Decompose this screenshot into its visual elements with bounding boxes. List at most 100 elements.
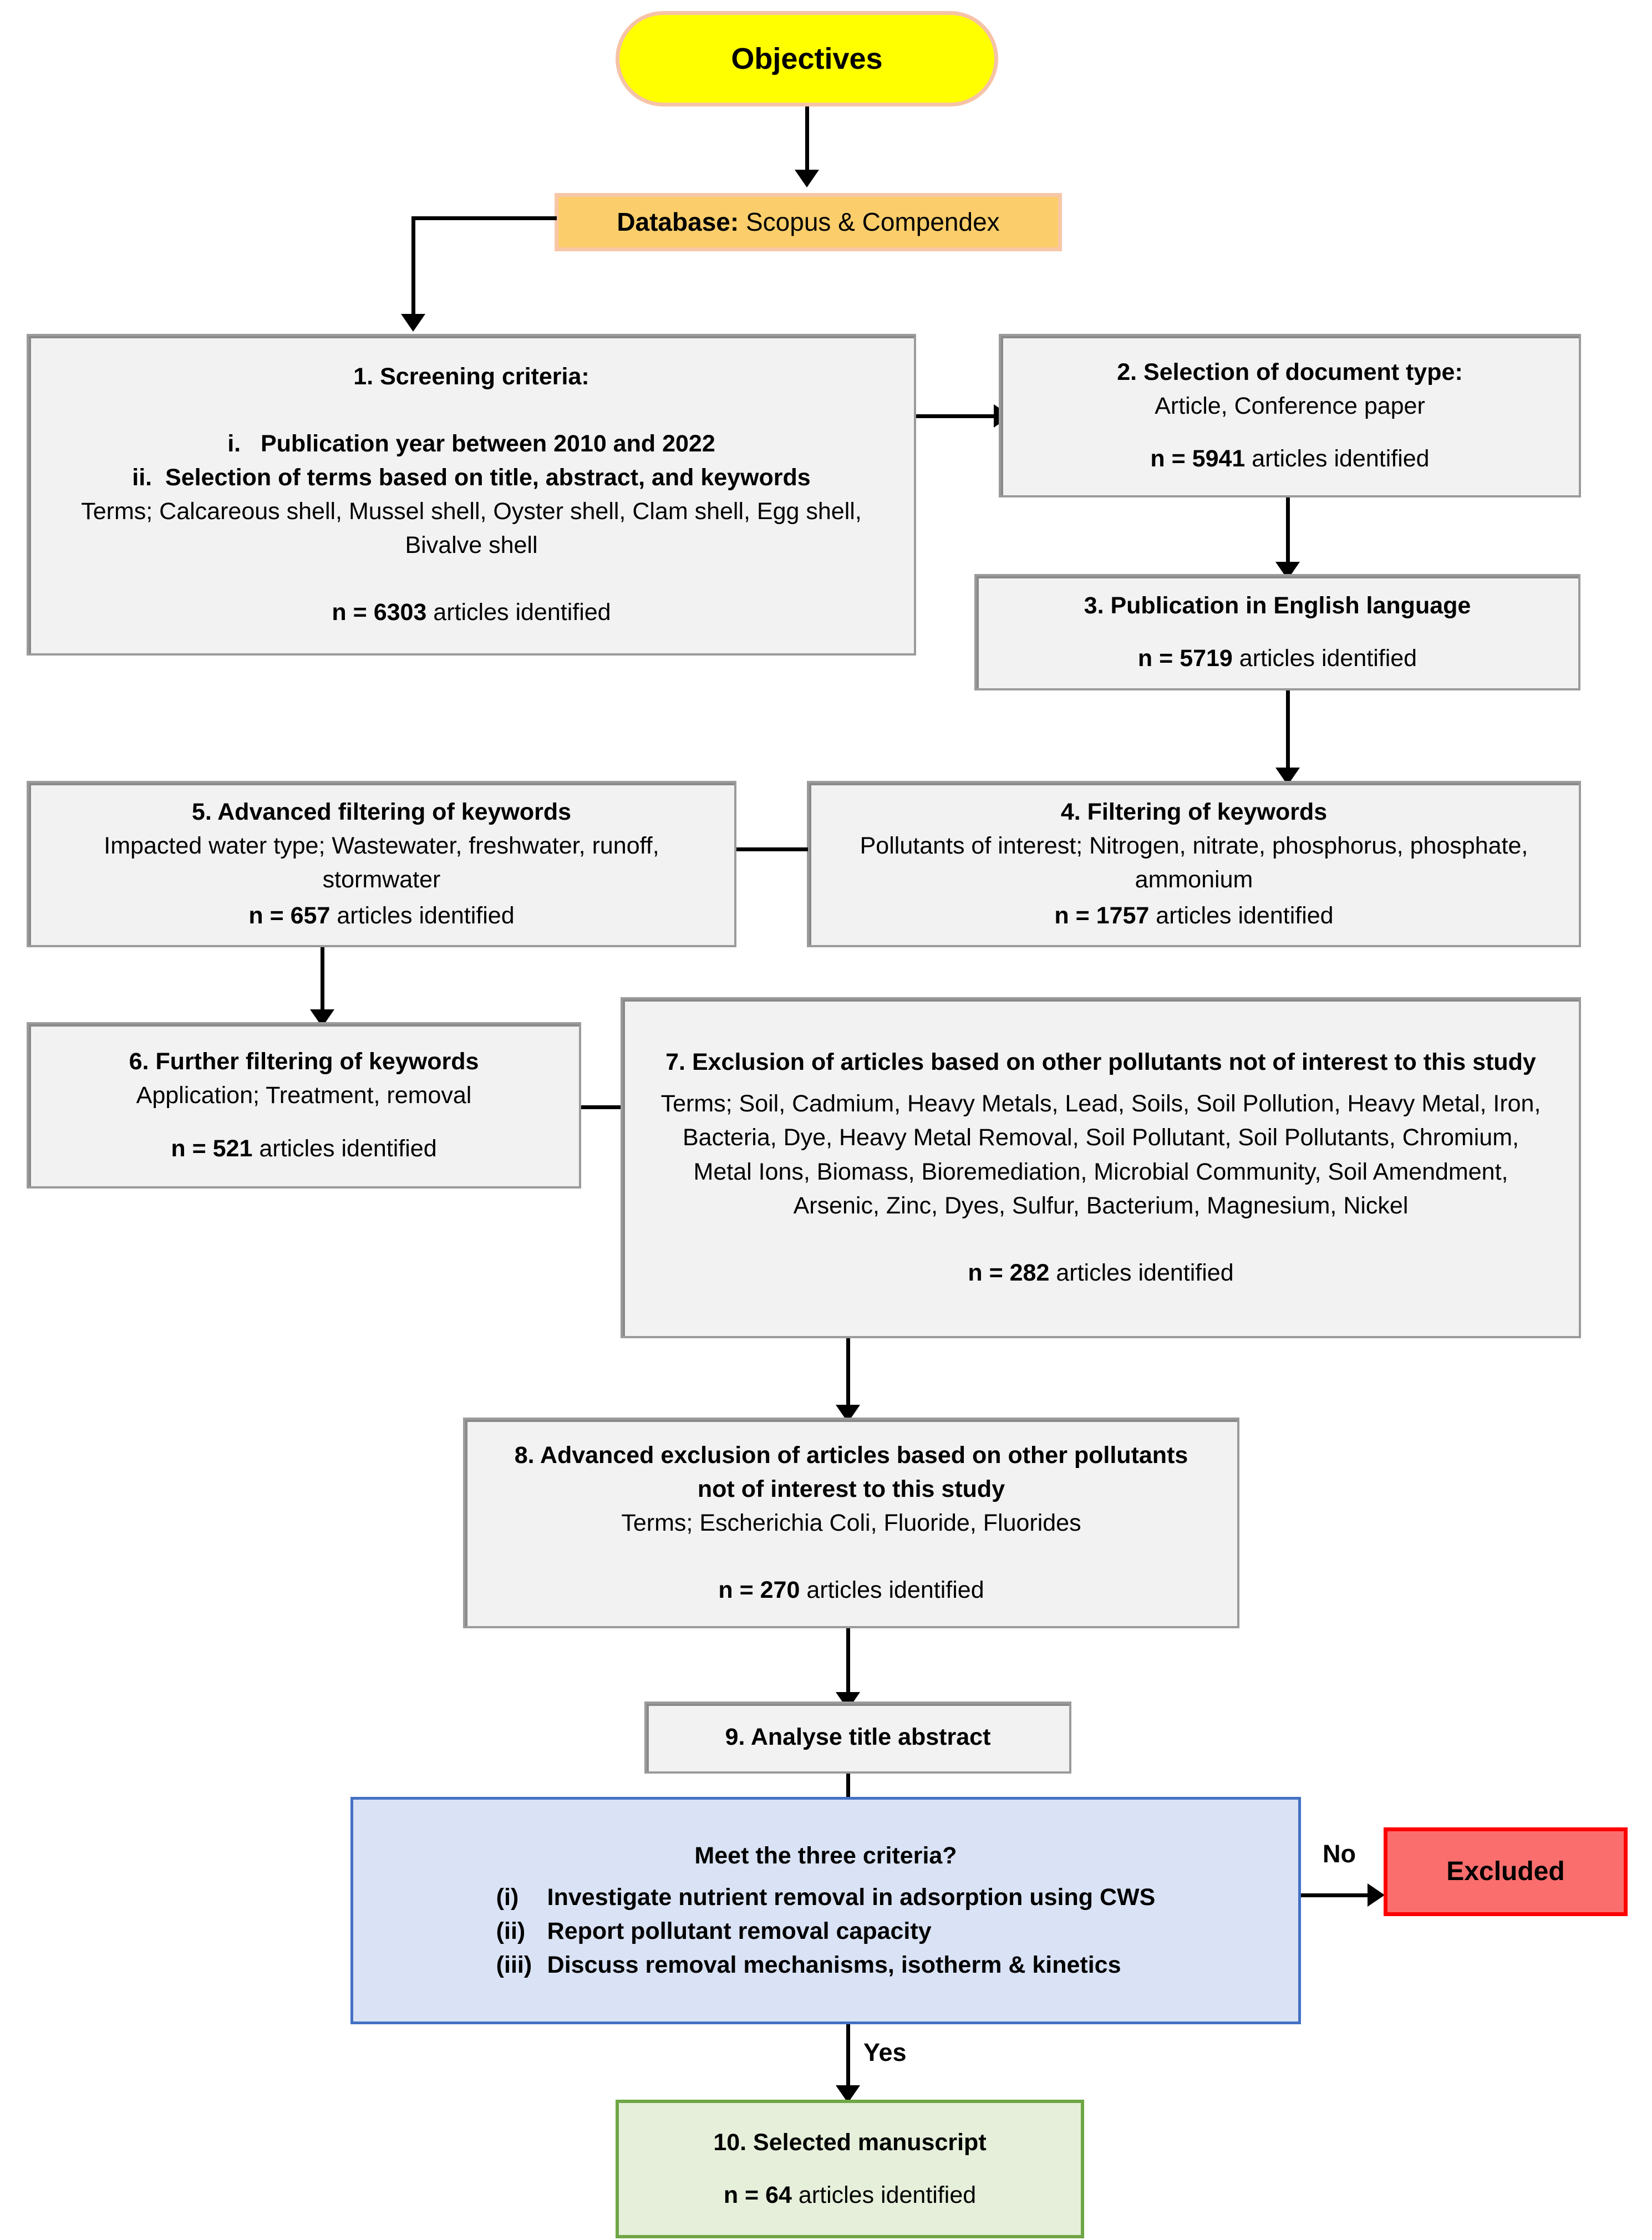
step6-count: n = 521 articles identified — [171, 1132, 436, 1166]
connector-decision-step10 — [846, 2024, 850, 2091]
step2-count-value: 5941 — [1192, 445, 1246, 473]
step7-terms: Terms; Soil, Cadmium, Heavy Metals, Lead… — [660, 1090, 1541, 1219]
decision-criterion-1: (i) Investigate nutrient removal in adso… — [496, 1881, 1156, 1914]
step2-count-prefix: n = — [1150, 445, 1192, 473]
edge-label-yes: Yes — [863, 2038, 907, 2066]
step1-count-suffix: articles identified — [426, 599, 611, 626]
step9-title: 9. Analyse title abstract — [725, 1724, 991, 1751]
step1-criterion-2-text: Selection of terms based on title, abstr… — [165, 464, 811, 491]
connector-step6-step7 — [581, 1105, 632, 1109]
step7-count-prefix: n = — [968, 1259, 1010, 1286]
connector-database-step1-vertical — [411, 216, 415, 317]
step8-count-prefix: n = — [718, 1577, 760, 1604]
node-database[interactable]: Database: Scopus & Compendex — [555, 193, 1062, 251]
node-step4-filtering-keywords[interactable]: 4. Filtering of keywords Pollutants of i… — [807, 781, 1581, 947]
step7-count: n = 282 articles identified — [968, 1256, 1233, 1290]
connector-database-step1-horizontal — [411, 216, 557, 220]
step10-count-value: 64 — [765, 2182, 792, 2208]
step3-count-suffix: articles identified — [1232, 645, 1417, 672]
decision-criterion-2: (ii) Report pollutant removal capacity — [496, 1914, 1156, 1948]
step1-count-value: 6303 — [373, 599, 427, 626]
decision-criteria-list: (i) Investigate nutrient removal in adso… — [496, 1881, 1156, 1982]
step6-count-suffix: articles identified — [252, 1135, 437, 1162]
decision-criterion-1-mark: (i) — [496, 1883, 519, 1911]
step6-count-prefix: n = — [171, 1135, 213, 1162]
step1-count-prefix: n = — [332, 599, 374, 626]
step8-title: 8. Advanced exclusion of articles based … — [514, 1441, 1188, 1502]
database-label-bold: Database: — [617, 207, 739, 236]
connector-decision-excluded — [1301, 1893, 1372, 1897]
node-step5-advanced-filtering[interactable]: 5. Advanced filtering of keywords Impact… — [27, 781, 736, 947]
node-step1-screening-criteria[interactable]: 1. Screening criteria: i. Publication ye… — [27, 334, 916, 656]
step10-count: n = 64 articles identified — [724, 2178, 976, 2212]
step1-criterion-1-text: Publication year between 2010 and 2022 — [260, 430, 715, 457]
decision-criterion-2-mark: (ii) — [496, 1918, 526, 1944]
step8-count: n = 270 articles identified — [718, 1573, 984, 1607]
step2-count-suffix: articles identified — [1245, 445, 1430, 473]
step6-title: 6. Further filtering of keywords — [129, 1048, 479, 1075]
step4-subtitle: Pollutants of interest; Nitrogen, nitrat… — [860, 832, 1528, 893]
decision-criterion-1-text: Investigate nutrient removal in adsorpti… — [547, 1883, 1156, 1911]
decision-question: Meet the three criteria? — [694, 1842, 957, 1869]
connector-step3-step4 — [1286, 690, 1290, 774]
step1-title: 1. Screening criteria: — [353, 363, 589, 390]
node-step7-exclusion[interactable]: 7. Exclusion of articles based on other … — [621, 997, 1581, 1338]
step5-subtitle: Impacted water type; Wastewater, freshwa… — [104, 832, 659, 893]
step10-title: 10. Selected manuscript — [713, 2129, 987, 2156]
node-objectives[interactable]: Objectives — [616, 11, 998, 106]
step1-criterion-1: i. Publication year between 2010 and 202… — [227, 427, 715, 461]
excluded-label: Excluded — [1446, 1856, 1565, 1886]
step5-title: 5. Advanced filtering of keywords — [191, 799, 572, 825]
step1-criterion-1-number: i. — [227, 430, 241, 457]
database-label: Database: Scopus & Compendex — [617, 204, 999, 240]
node-step8-advanced-exclusion[interactable]: 8. Advanced exclusion of articles based … — [463, 1418, 1239, 1628]
step1-count: n = 6303 articles identified — [332, 596, 611, 629]
step4-count: n = 1757 articles identified — [1054, 899, 1333, 933]
step1-criterion-2: ii. Selection of terms based on title, a… — [132, 461, 810, 495]
step3-count-value: 5719 — [1180, 645, 1233, 672]
step7-count-value: 282 — [1009, 1259, 1050, 1286]
step1-terms: Terms; Calcareous shell, Mussel shell, O… — [81, 498, 862, 559]
step5-count-value: 657 — [290, 902, 331, 929]
edge-label-no: No — [1323, 1840, 1356, 1868]
node-decision-meet-criteria[interactable]: Meet the three criteria? (i) Investigate… — [350, 1797, 1301, 2024]
step7-title: 7. Exclusion of articles based on other … — [665, 1049, 1536, 1076]
node-step2-document-type[interactable]: 2. Selection of document type: Article, … — [999, 334, 1581, 497]
step5-count-prefix: n = — [248, 902, 291, 929]
step8-count-suffix: articles identified — [800, 1577, 984, 1604]
node-step10-selected-manuscript[interactable]: 10. Selected manuscript n = 64 articles … — [616, 2100, 1084, 2238]
step4-count-prefix: n = — [1054, 902, 1096, 929]
node-step6-further-filtering[interactable]: 6. Further filtering of keywords Applica… — [27, 1022, 581, 1188]
step3-count-prefix: n = — [1137, 645, 1180, 672]
objectives-label: Objectives — [731, 42, 883, 75]
step2-title: 2. Selection of document type: — [1117, 358, 1463, 385]
step4-count-suffix: articles identified — [1149, 902, 1334, 929]
step7-count-suffix: articles identified — [1049, 1259, 1234, 1286]
step8-count-value: 270 — [760, 1577, 800, 1604]
step2-count: n = 5941 articles identified — [1150, 442, 1429, 476]
step3-title: 3. Publication in English language — [1084, 592, 1471, 619]
arrowhead-objectives-database — [795, 170, 819, 187]
node-excluded[interactable]: Excluded — [1384, 1827, 1628, 1916]
step8-terms: Terms; Escherichia Coli, Fluoride, Fluor… — [621, 1510, 1081, 1536]
step4-title: 4. Filtering of keywords — [1060, 799, 1328, 825]
connector-step7-step8 — [846, 1338, 850, 1410]
database-label-rest: Scopus & Compendex — [739, 207, 1000, 236]
arrowhead-decision-excluded — [1368, 1883, 1385, 1907]
step5-count-suffix: articles identified — [330, 902, 515, 929]
step1-criterion-2-number: ii. — [132, 464, 153, 491]
step10-count-prefix: n = — [723, 2182, 766, 2208]
step10-count-suffix: articles identified — [791, 2182, 977, 2208]
step6-subtitle: Application; Treatment, removal — [136, 1082, 472, 1109]
decision-criterion-3-text: Discuss removal mechanisms, isotherm & k… — [547, 1952, 1121, 1979]
connector-step8-step9 — [846, 1628, 850, 1698]
node-step9-analyse-title-abstract[interactable]: 9. Analyse title abstract — [644, 1701, 1071, 1774]
decision-criterion-3: (iii) Discuss removal mechanisms, isothe… — [496, 1948, 1156, 1982]
step4-count-value: 1757 — [1096, 902, 1150, 929]
connector-step2-step3 — [1286, 497, 1290, 567]
decision-criterion-3-mark: (iii) — [496, 1952, 532, 1979]
node-step3-english-language[interactable]: 3. Publication in English language n = 5… — [974, 574, 1580, 690]
connector-objectives-database — [805, 106, 809, 173]
step5-count: n = 657 articles identified — [248, 899, 514, 933]
